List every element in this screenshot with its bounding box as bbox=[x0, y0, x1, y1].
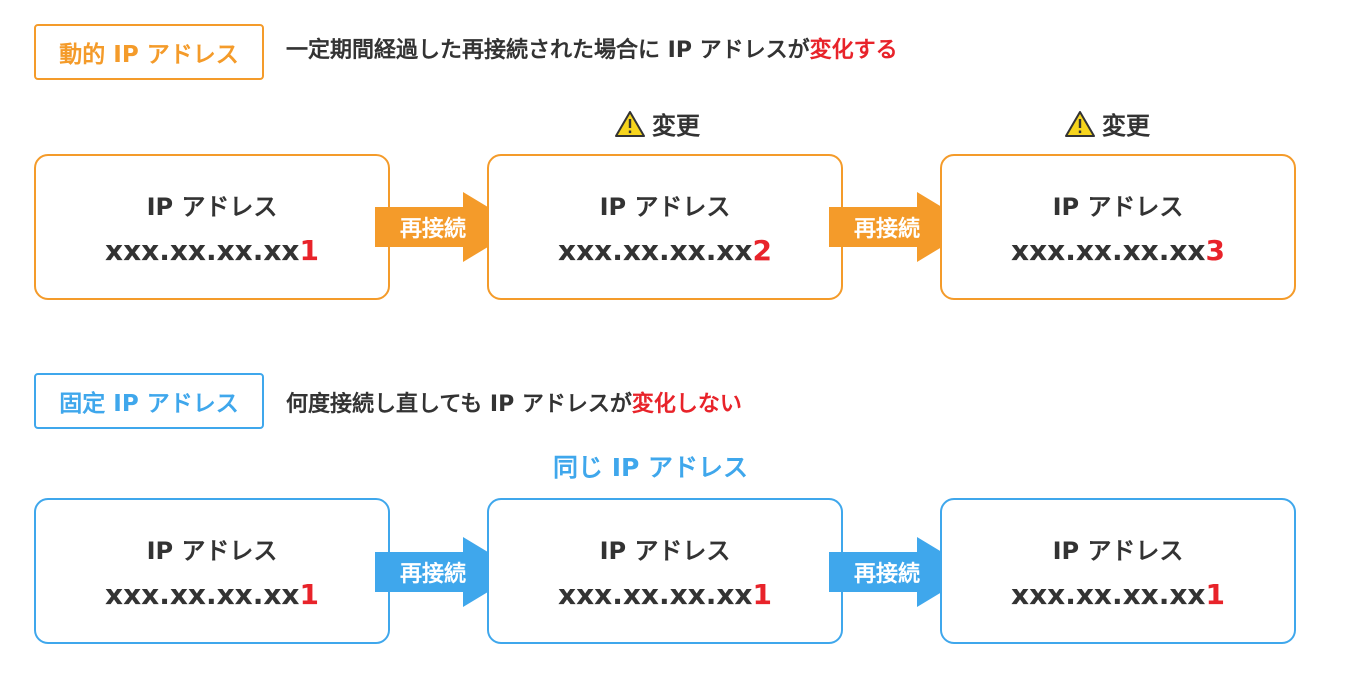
warning-icon bbox=[1065, 110, 1095, 137]
ip-address-suffix: 1 bbox=[752, 578, 772, 611]
ip-address: xxx.xx.xx.xx1 bbox=[558, 578, 772, 611]
ip-box-title: IP アドレス bbox=[599, 537, 731, 565]
reconnect-label: 再接続 bbox=[853, 562, 920, 587]
ip-address-base: xxx.xx.xx.xx bbox=[558, 234, 753, 267]
warning-icon bbox=[615, 110, 645, 137]
ip-address: xxx.xx.xx.xx2 bbox=[558, 234, 772, 267]
dynamic-ip-box-3: IP アドレス xxx.xx.xx.xx3 bbox=[940, 154, 1296, 300]
arrow-right-icon bbox=[375, 537, 521, 607]
ip-address-base: xxx.xx.xx.xx bbox=[105, 578, 300, 611]
reconnect-arrow: 再接続 bbox=[829, 192, 975, 262]
ip-box-title: IP アドレス bbox=[1052, 193, 1184, 221]
ip-address: xxx.xx.xx.xx1 bbox=[105, 234, 319, 267]
static-ip-box-2: IP アドレス xxx.xx.xx.xx1 bbox=[487, 498, 843, 644]
ip-box-title: IP アドレス bbox=[599, 193, 731, 221]
ip-address-base: xxx.xx.xx.xx bbox=[1011, 234, 1206, 267]
same-ip-label: 同じ IP アドレス bbox=[553, 453, 749, 482]
ip-address: xxx.xx.xx.xx1 bbox=[105, 578, 319, 611]
reconnect-arrow: 再接続 bbox=[829, 537, 975, 607]
ip-box-title: IP アドレス bbox=[1052, 537, 1184, 565]
arrow-right-icon bbox=[375, 192, 521, 262]
ip-address-suffix: 3 bbox=[1205, 234, 1225, 267]
ip-address-suffix: 2 bbox=[752, 234, 772, 267]
ip-address: xxx.xx.xx.xx1 bbox=[1011, 578, 1225, 611]
ip-address-suffix: 1 bbox=[1205, 578, 1225, 611]
reconnect-arrow: 再接続 bbox=[375, 537, 521, 607]
change-label: 変更 bbox=[652, 112, 700, 140]
change-indicator-2: 変更 bbox=[1064, 106, 1150, 141]
static-ip-box-1: IP アドレス xxx.xx.xx.xx1 bbox=[34, 498, 390, 644]
ip-box-title: IP アドレス bbox=[146, 537, 278, 565]
static-desc-highlight: 変化しない bbox=[631, 392, 742, 417]
arrow-right-icon bbox=[829, 537, 975, 607]
ip-address-base: xxx.xx.xx.xx bbox=[105, 234, 300, 267]
ip-address-base: xxx.xx.xx.xx bbox=[558, 578, 753, 611]
reconnect-arrow: 再接続 bbox=[375, 192, 521, 262]
arrow-right-icon bbox=[829, 192, 975, 262]
reconnect-label: 再接続 bbox=[853, 217, 920, 242]
ip-address-base: xxx.xx.xx.xx bbox=[1011, 578, 1206, 611]
ip-box-title: IP アドレス bbox=[146, 193, 278, 221]
dynamic-ip-box-2: IP アドレス xxx.xx.xx.xx2 bbox=[487, 154, 843, 300]
ip-address-suffix: 1 bbox=[299, 234, 319, 267]
static-ip-description: 何度接続し直しても IP アドレスが変化しない bbox=[286, 394, 742, 416]
dynamic-desc-highlight: 変化する bbox=[809, 38, 898, 63]
dynamic-ip-label: 動的 IP アドレス bbox=[34, 24, 264, 80]
static-ip-label: 固定 IP アドレス bbox=[34, 373, 264, 429]
static-ip-box-3: IP アドレス xxx.xx.xx.xx1 bbox=[940, 498, 1296, 644]
change-indicator-1: 変更 bbox=[614, 106, 700, 141]
dynamic-ip-box-1: IP アドレス xxx.xx.xx.xx1 bbox=[34, 154, 390, 300]
ip-address: xxx.xx.xx.xx3 bbox=[1011, 234, 1225, 267]
static-desc-text: 何度接続し直しても IP アドレスが bbox=[286, 392, 632, 417]
dynamic-desc-text: 一定期間経過した再接続された場合に IP アドレスが bbox=[286, 38, 810, 63]
ip-address-suffix: 1 bbox=[299, 578, 319, 611]
reconnect-label: 再接続 bbox=[399, 217, 466, 242]
reconnect-label: 再接続 bbox=[399, 562, 466, 587]
dynamic-ip-description: 一定期間経過した再接続された場合に IP アドレスが変化する bbox=[286, 40, 898, 62]
change-label: 変更 bbox=[1102, 112, 1150, 140]
